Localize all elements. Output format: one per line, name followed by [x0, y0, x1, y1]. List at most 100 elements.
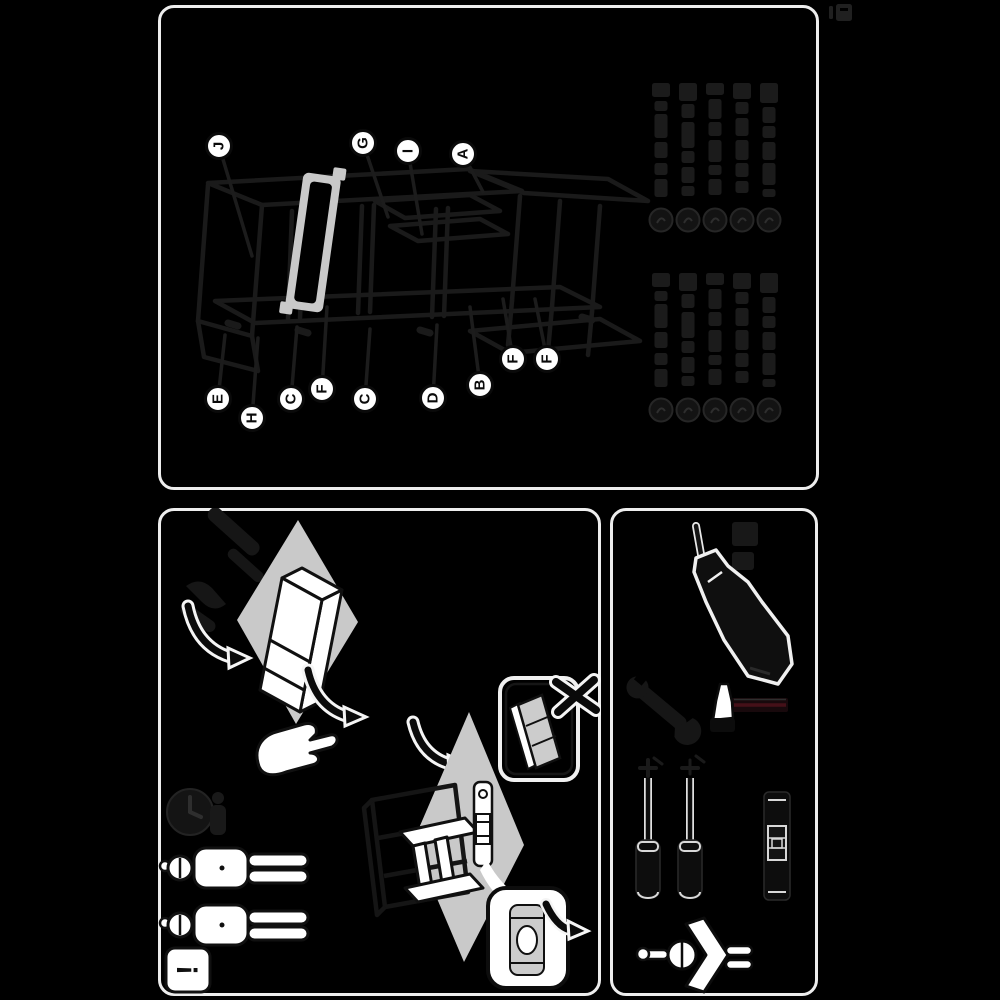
part-callout: J — [205, 132, 233, 160]
tools-canvas — [626, 522, 794, 994]
flat-screwdriver-icon — [677, 754, 706, 899]
quantity-circle — [648, 397, 674, 423]
parts-list-column-segment — [735, 330, 749, 350]
parts-list-column-segment — [735, 102, 749, 114]
parts-list-column-segment — [654, 332, 668, 348]
parts-list-column-segment — [681, 294, 695, 308]
part-callout-letter: G — [355, 137, 372, 149]
parts-list-column-segment — [654, 291, 668, 301]
tools-panel — [610, 508, 818, 996]
callout-leader-line — [406, 149, 424, 236]
parts-list-column-segment — [760, 83, 778, 103]
quantity-circle — [729, 397, 755, 423]
clock-icon — [166, 788, 214, 836]
parts-list-column-segment — [708, 165, 722, 175]
part-callout: G — [349, 129, 377, 157]
curved-arrow-icon — [540, 898, 592, 942]
parts-list-column-segment — [681, 167, 695, 183]
part-callout-letter: D — [425, 392, 442, 403]
parts-list-column-segment — [762, 379, 776, 387]
parts-list-column-segment — [708, 355, 722, 365]
parts-list-column-segment — [762, 107, 776, 123]
parts-list-column-segment — [733, 273, 751, 289]
quantity-circle — [702, 397, 728, 423]
part-callout-letter: J — [211, 142, 228, 150]
part-callout: F — [499, 345, 527, 373]
parts-list-column-segment — [654, 142, 668, 158]
parts-list-column-segment — [708, 330, 722, 352]
parts-list-column-segment — [762, 163, 776, 185]
part-callout: F — [308, 375, 336, 403]
parts-list-column-segment — [708, 369, 722, 385]
part-callout-letter: C — [283, 393, 300, 404]
parts-list-column-segment — [735, 181, 749, 193]
parts-list-column-segment — [708, 312, 722, 326]
parts-list-column-segment — [760, 273, 778, 293]
parts-list-column-segment — [681, 376, 695, 386]
part-callout: E — [204, 385, 232, 413]
furniture-exploded-diagram — [195, 166, 651, 374]
two-person-carry-icon — [158, 846, 310, 947]
parts-list-column-segment — [762, 353, 776, 375]
parts-list-column-segment — [654, 179, 668, 197]
parts-list-column-segment — [762, 126, 776, 138]
parts-list-column-segment — [762, 189, 776, 197]
part-callout: C — [351, 385, 379, 413]
quantity-circle — [756, 397, 782, 423]
carpet-icon — [413, 712, 524, 962]
part-callout-letter: B — [472, 379, 489, 390]
wrench-icon — [626, 671, 702, 745]
parts-list-column-segment — [762, 142, 776, 160]
parts-list-column-segment — [708, 122, 722, 136]
part-callout-letter: C — [357, 393, 374, 404]
parts-list-column-segment — [681, 186, 695, 196]
parts-list-column-segment — [762, 332, 776, 350]
part-callout-letter: I — [400, 149, 417, 153]
part-callout: A — [449, 140, 477, 168]
parts-list-column-segment — [733, 83, 751, 99]
part-callout-letter: F — [314, 384, 331, 393]
parts-list-column-segment — [654, 353, 668, 365]
parts-list-column-segment — [681, 151, 695, 163]
preparation-panel: ! — [158, 508, 601, 996]
phillips-screwdriver-icon — [635, 756, 664, 899]
level-detail-callout — [486, 886, 570, 990]
parts-list-column-segment — [679, 83, 697, 101]
parts-list-column-segment — [708, 99, 722, 119]
parts-list-column-segment — [654, 163, 668, 175]
part-callout: D — [419, 384, 447, 412]
parts-list-column-segment — [735, 140, 749, 160]
parts-list — [648, 83, 782, 423]
parts-list-column-segment — [654, 304, 668, 328]
page-corner-marker — [829, 4, 852, 21]
hand-icon — [255, 722, 339, 777]
quantity-circle — [675, 207, 701, 233]
parts-list-column-segment — [654, 369, 668, 387]
person-icon — [158, 903, 310, 947]
part-callout: C — [277, 385, 305, 413]
parts-list-column-segment — [681, 104, 695, 118]
parts-list-column-segment — [681, 357, 695, 373]
cross-icon — [549, 673, 601, 719]
parts-list-column-segment — [762, 297, 776, 313]
quantity-circle — [702, 207, 728, 233]
part-callout-letter: F — [539, 354, 556, 363]
parts-list-column-segment — [654, 101, 668, 111]
prohibited-inset — [498, 673, 601, 782]
level-tool-icon — [763, 791, 791, 901]
spirit-level-icon — [472, 780, 494, 868]
drill-icon — [692, 548, 794, 686]
person-silhouette-icon — [210, 792, 226, 835]
preparation-canvas: ! — [158, 508, 601, 994]
parts-list-column-segment — [735, 308, 749, 326]
parts-list-column-segment — [652, 83, 670, 97]
parts-list-column-segment — [706, 83, 724, 95]
parts-list-column-segment — [681, 341, 695, 353]
exclamation-label: ! — [172, 965, 205, 975]
parts-list-column-segment — [735, 163, 749, 177]
parts-list-column-segment — [735, 353, 749, 367]
callout-leader-line — [217, 144, 254, 258]
